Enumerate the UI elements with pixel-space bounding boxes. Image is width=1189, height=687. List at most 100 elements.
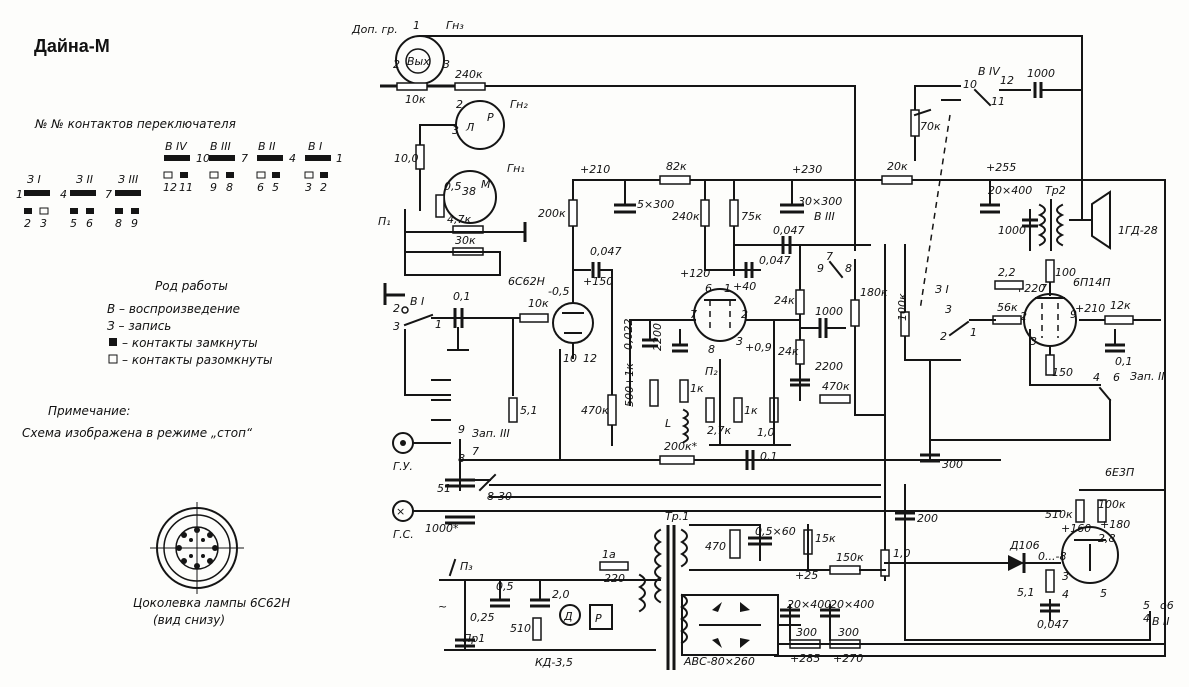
svg-text:3: 3 [305,181,312,194]
svg-text:2: 2 [393,58,400,71]
svg-text:АВС-80×260: АВС-80×260 [683,655,755,668]
svg-text:5: 5 [1100,587,1107,600]
svg-text:0,047: 0,047 [773,224,805,237]
svg-text:+160: +160 [1061,522,1091,535]
supply-rail: +210 82к 5×300 +230 30×300 20к +255 20×4… [572,160,1166,656]
svg-text:1000: 1000 [815,305,843,318]
svg-text:З II: З II [76,173,93,186]
svg-text:В IV: В IV [165,140,188,153]
svg-text:20×400: 20×400 [830,598,874,611]
svg-text:56к: 56к [997,301,1018,314]
svg-text:300: 300 [942,458,963,471]
svg-text:240к: 240к [672,210,700,223]
tube-socket-pinout [150,502,244,594]
svg-text:4: 4 [1143,612,1150,625]
svg-text:0,5: 0,5 [496,580,514,593]
output-tube-6p14p: 6П14П 79 23 +220 100 Тр2 1000 1ГД-28 2,2… [929,184,1164,441]
svg-text:6: 6 [257,181,264,194]
svg-text:20к: 20к [887,160,908,173]
svg-text:В III: В III [814,210,835,223]
svg-text:20×400: 20×400 [787,598,831,611]
svg-text:10: 10 [963,78,977,91]
socket-caption-sub: (вид снизу) [153,613,225,627]
svg-text:1: 1 [970,326,977,339]
svg-text:В III: В III [210,140,231,153]
svg-text:9: 9 [131,217,138,230]
svg-text:5: 5 [272,181,279,194]
svg-text:З – запись: З – запись [107,319,171,333]
svg-text:51: 51 [437,482,451,495]
svg-text:4: 4 [1062,588,1069,601]
svg-text:+230: +230 [792,163,822,176]
switch-p2-label: П₂ [705,365,718,378]
svg-text:11: 11 [179,181,193,194]
svg-text:2: 2 [940,330,947,343]
svg-text:0,1: 0,1 [453,290,471,303]
svg-text:+210: +210 [580,163,610,176]
svg-text:o6: o6 [1160,599,1174,612]
svg-text:2,8: 2,8 [1098,532,1116,545]
svg-text:1,0: 1,0 [893,547,911,560]
svg-text:5,1: 5,1 [520,404,538,417]
svg-text:9: 9 [210,181,217,194]
switch-legend-bottom: З I З II З III 1 4 7 2 3 5 6 8 9 [16,173,141,230]
svg-text:Тр2: Тр2 [1045,184,1066,197]
svg-text:470: 470 [705,540,726,553]
svg-text:8: 8 [115,217,122,230]
svg-text:10к: 10к [405,93,426,106]
socket-caption: Цоколевка лампы 6С62Н [133,596,290,610]
svg-text:300: 300 [838,626,859,639]
svg-text:×: × [396,505,405,518]
svg-text:8: 8 [708,343,715,356]
svg-text:12: 12 [1000,74,1014,87]
svg-text:0,25: 0,25 [470,611,495,624]
svg-text:2: 2 [1020,310,1027,323]
svg-text:П₃: П₃ [460,560,473,573]
svg-text:0,022: 0,022 [622,319,635,351]
svg-text:+270: +270 [833,652,863,665]
svg-text:+25: +25 [795,569,818,582]
svg-text:2: 2 [456,98,463,111]
svg-text:1000*: 1000* [425,522,459,535]
svg-text:З I: З I [27,173,41,186]
svg-text:470к: 470к [822,380,850,393]
svg-text:24к: 24к [774,294,795,307]
svg-text:3: 3 [736,335,743,348]
svg-text:200к*: 200к* [664,440,698,453]
mode-legend: Род работы В – воспроизведение З – запис… [107,279,273,367]
svg-text:6: 6 [86,217,93,230]
svg-text:220: 220 [604,572,625,585]
svg-text:3: 3 [1062,570,1069,583]
svg-text:9: 9 [817,262,824,275]
svg-text:Гн₂: Гн₂ [510,98,528,111]
svg-text:В – воспроизведение: В – воспроизведение [107,302,240,316]
motor-supply: П₃ ~ 0,25 Пр1 0,5 2,0 510 Д Р 1а 220 КД-… [438,548,661,669]
svg-text:4: 4 [60,188,67,201]
svg-text:75к: 75к [741,210,762,223]
svg-text:12: 12 [163,181,177,194]
svg-text:10: 10 [563,352,577,365]
svg-text:1: 1 [435,318,442,331]
svg-text:Гн₃: Гн₃ [446,19,464,32]
svg-text:24к: 24к [778,345,799,358]
svg-text:В II: В II [258,140,276,153]
svg-text:470к: 470к [581,404,609,417]
svg-text:10,0: 10,0 [394,152,419,165]
svg-text:6: 6 [705,282,712,295]
svg-text:1а: 1а [602,548,616,561]
svg-text:+180: +180 [1100,518,1130,531]
svg-text:3: 3 [443,58,450,71]
svg-text:180к: 180к [860,286,888,299]
svg-text:510: 510 [510,622,531,635]
svg-text:В I: В I [308,140,322,153]
svg-text:20×400: 20×400 [988,184,1032,197]
svg-text:В IV: В IV [978,65,1001,78]
svg-text:Л: Л [465,121,474,134]
svg-text:+210: +210 [1075,302,1105,315]
svg-text:З I: З I [935,283,949,296]
svg-text:Зап. III: Зап. III [472,427,510,440]
svg-text:7: 7 [105,188,112,201]
svg-text:В II: В II [1152,615,1170,628]
svg-text:– контакты замкнуты: – контакты замкнуты [122,336,258,350]
